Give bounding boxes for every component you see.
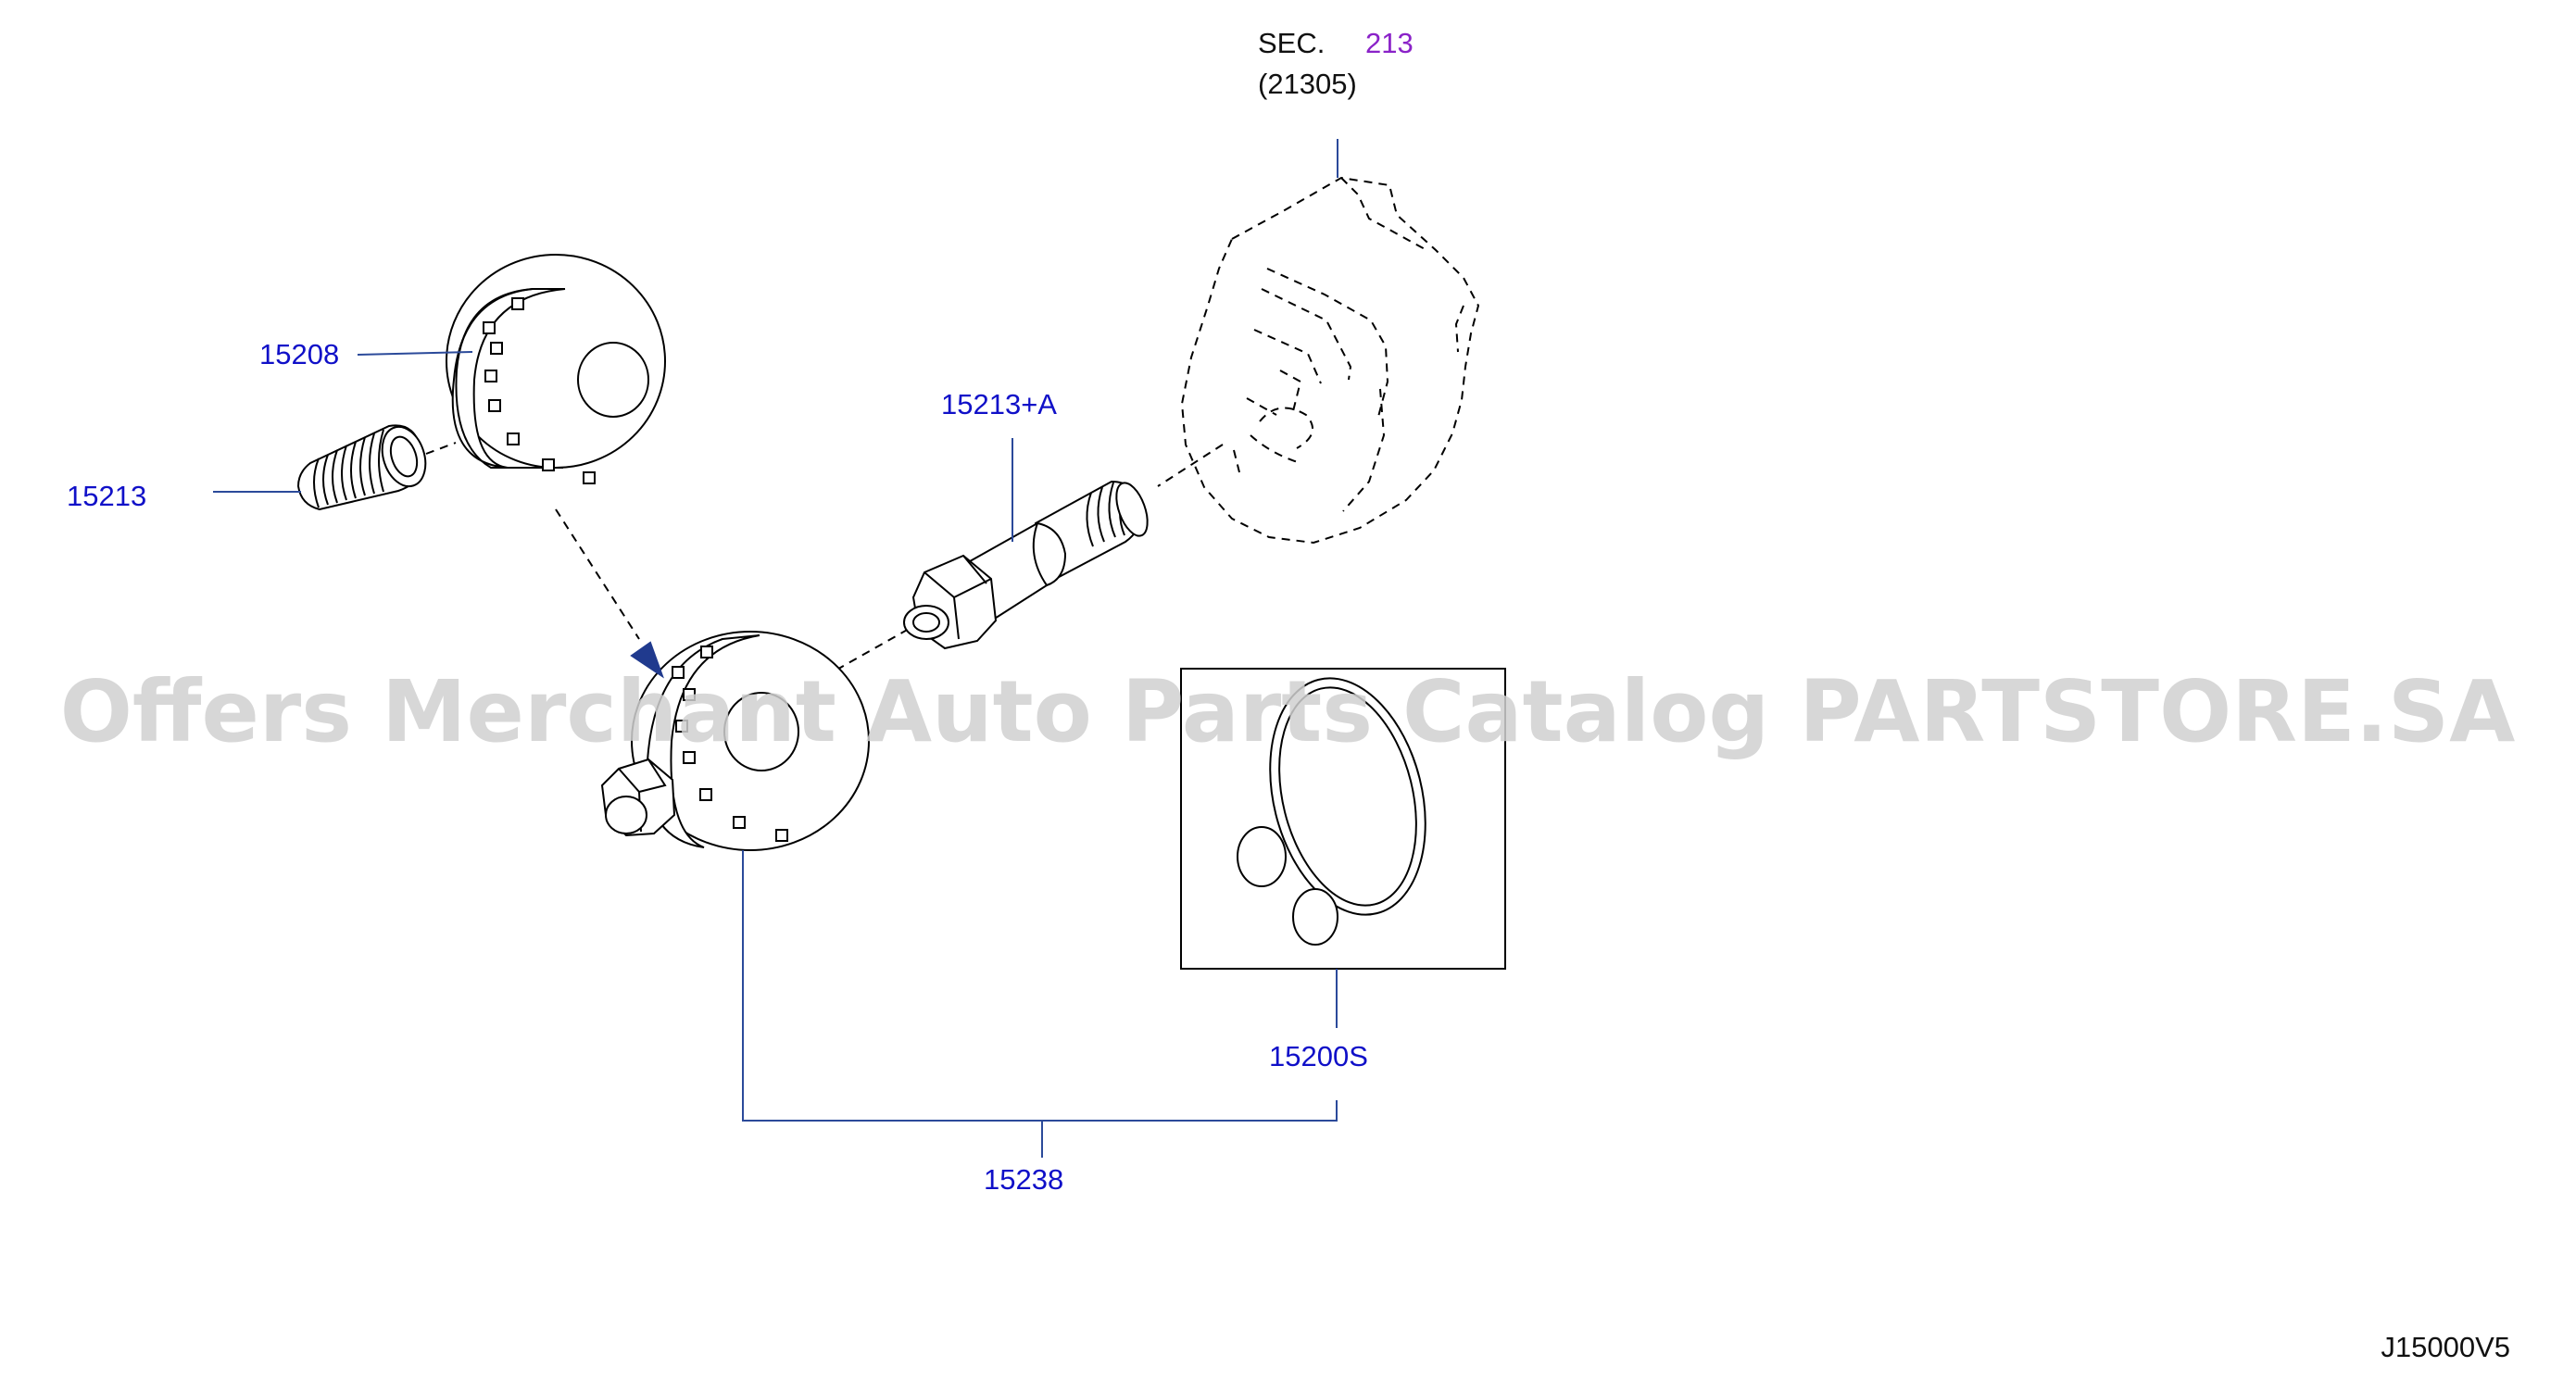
watermark-text: Offers Merchant Auto Parts Catalog PARTS… xyxy=(60,662,2516,761)
section-link-213[interactable]: 213 xyxy=(1365,27,1414,59)
connector-bolt-15213a xyxy=(903,480,1149,650)
part-label-15238[interactable]: 15238 xyxy=(984,1163,1063,1196)
filter-stud-15213 xyxy=(296,424,427,511)
section-prefix: SEC. xyxy=(1258,27,1325,59)
part-label-15213[interactable]: 15213 xyxy=(67,480,146,512)
part-label-15200s[interactable]: 15200S xyxy=(1269,1040,1368,1072)
filter-assembly-15238 xyxy=(600,631,870,851)
leader-15238-bracket xyxy=(742,850,1338,1122)
leader-lines xyxy=(213,139,1338,1158)
stud-insert-line xyxy=(425,442,457,455)
oil-filter-15208 xyxy=(446,254,666,484)
gasket-kit-15200s xyxy=(1180,668,1506,970)
engine-block-outline xyxy=(1180,176,1480,545)
section-sub-ref: (21305) xyxy=(1258,68,1357,100)
leader-15208 xyxy=(357,351,473,356)
part-label-15208[interactable]: 15208 xyxy=(259,338,339,370)
assembly-arrowhead xyxy=(630,641,664,679)
diagram-code: J15000V5 xyxy=(2381,1331,2510,1363)
part-label-15213a[interactable]: 15213+A xyxy=(941,388,1057,420)
assembly-arrow-line xyxy=(555,508,640,640)
